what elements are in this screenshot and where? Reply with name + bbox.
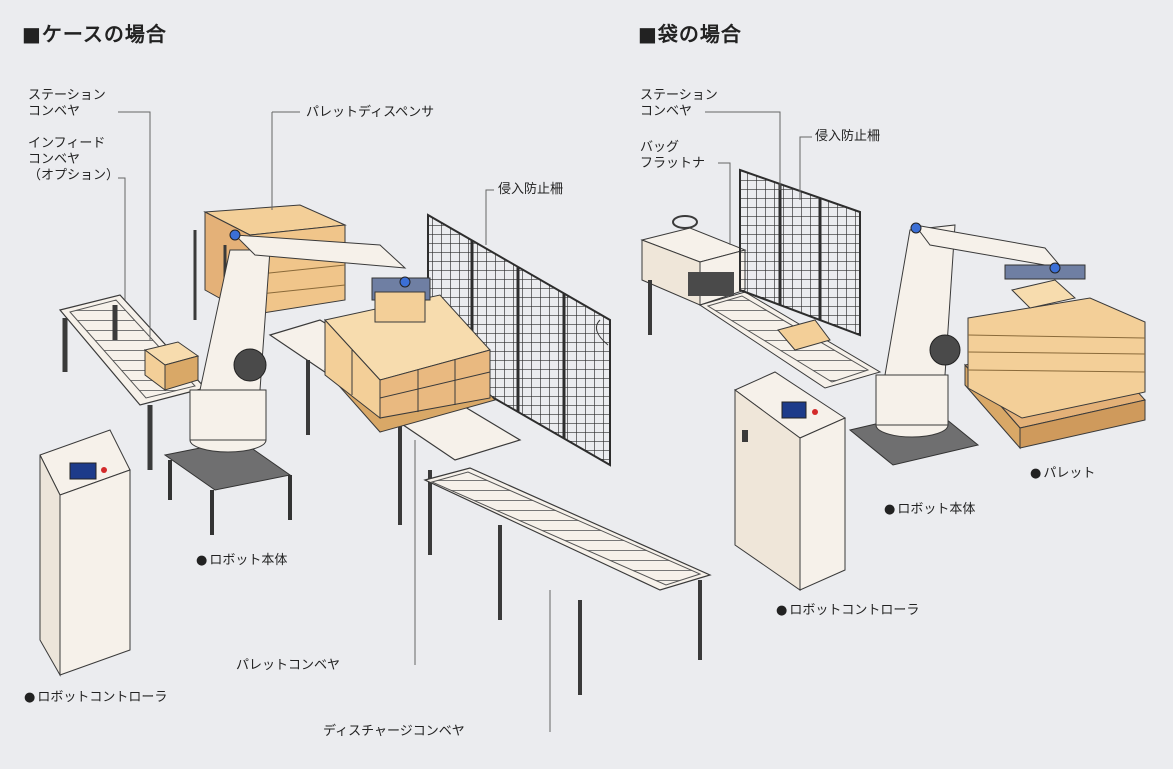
infeed-conveyor-label: インフィード コンベヤ （オプション） (28, 136, 119, 184)
safety-fence-label-bag: 侵入防止柵 (815, 129, 881, 144)
case-heading: ■ケースの場合 (22, 22, 167, 46)
station-conveyor-label-case: ステーション コンベヤ (28, 88, 106, 120)
pallet-with-bags (964, 279, 1146, 450)
infeed-case-box (143, 341, 200, 391)
bag-flattener-label-line2: フラットナ (640, 156, 706, 171)
discharge-conveyor-label: ディスチャージコンベヤ (323, 724, 465, 739)
discharge-conveyor (423, 467, 712, 695)
bag-heading: ■袋の場合 (638, 22, 742, 46)
robot-controller-case (39, 429, 131, 677)
robot-body-bag (848, 222, 1086, 466)
infeed-conveyor-label-line1: インフィード (28, 136, 106, 151)
safety-fence-bag (739, 168, 861, 337)
bag-flattener-label: バッグ フラットナ (640, 140, 705, 172)
robot-controller-label-bag: ロボットコントローラ (776, 603, 919, 619)
stacked-case-pallet (324, 294, 496, 433)
station-conveyor-bag (648, 280, 882, 389)
bag-flattener (640, 215, 747, 306)
station-conveyor-label-case-line2: コンベヤ (28, 104, 81, 119)
robot-body-label-case: ロボット本体 (196, 553, 287, 569)
infeed-conveyor-label-line3: （オプション） (28, 168, 120, 183)
robot-controller-bag (734, 371, 847, 591)
station-conveyor-label-case-line1: ステーション (28, 88, 106, 103)
robot-body-case (163, 229, 431, 535)
bag-flattener-label-line1: バッグ (640, 140, 680, 155)
station-conveyor-label-bag-line2: コンベヤ (640, 104, 693, 119)
pallet-dispenser-label: パレットディスペンサ (306, 105, 435, 120)
pallet-conveyor-label: パレットコンベヤ (236, 658, 341, 673)
infeed-conveyor-label-line2: コンベヤ (28, 152, 81, 167)
leader-lines (118, 111, 812, 732)
pallet-label: パレット (1030, 466, 1095, 482)
station-conveyor-label-bag-line1: ステーション (640, 88, 718, 103)
robot-body-label-bag: ロボット本体 (884, 502, 975, 518)
robot-controller-label-case: ロボットコントローラ (24, 690, 167, 706)
station-conveyor-label-bag: ステーション コンベヤ (640, 88, 718, 120)
safety-fence-label-case: 侵入防止柵 (498, 182, 564, 197)
